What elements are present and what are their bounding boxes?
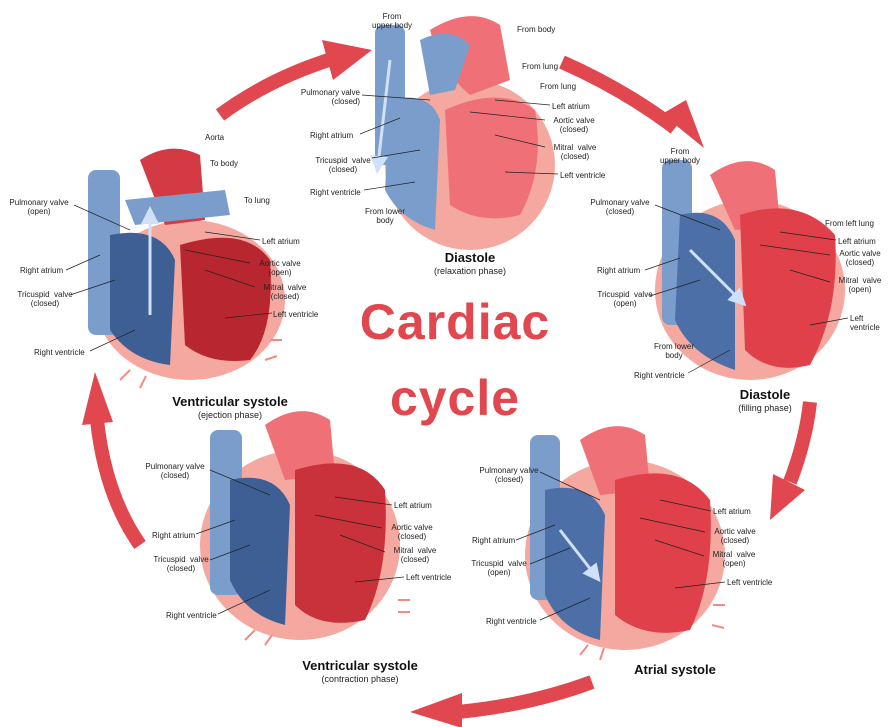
label-right-ventricle: Right ventricle <box>166 611 217 620</box>
label-tricuspid-valve: Tricuspid valve (closed) <box>146 555 216 573</box>
label-aortic-valve: Aortic valve (open) <box>250 259 310 277</box>
stage-title-bottom-right: Atrial systole <box>610 662 740 677</box>
label-aortic-valve: Aortic valve (closed) <box>705 527 765 545</box>
label-mitral-valve: Mitral valve (closed) <box>255 283 315 301</box>
label-pulmonary-valve: Pulmonary valve (closed) <box>585 198 655 216</box>
label-mitral-valve: Mitral valve (closed) <box>545 143 605 161</box>
label-left-ventricle: Left ventricle <box>273 310 318 319</box>
label-left-ventricle: Left ventricle <box>406 573 451 582</box>
label-from-upper-body: From upper body <box>650 147 710 165</box>
cycle-arrow-left <box>82 372 140 545</box>
label-left-atrium: Left atrium <box>838 237 876 246</box>
label-aortic-valve: Aortic valve (closed) <box>544 116 604 134</box>
label-from-lower-body: From lower body <box>644 342 704 360</box>
label-left-atrium: Left atrium <box>262 237 300 246</box>
label-from-body: From body <box>517 25 555 34</box>
label-pulmonary-valve: Pulmonary valve (closed) <box>140 462 210 480</box>
label-to-body: To body <box>210 159 238 168</box>
stage-subtitle-right: (filling phase) <box>705 403 825 413</box>
title-line-1: Cardiac <box>340 294 570 350</box>
label-right-ventricle: Right ventricle <box>634 371 685 380</box>
label-left-ventricle: Left ventricle <box>850 314 895 332</box>
label-pulmonary-valve: Pulmonary valve (open) <box>4 198 74 216</box>
label-tricuspid-valve: Tricuspid valve (open) <box>590 290 660 308</box>
cycle-arrow-right <box>770 402 810 520</box>
heart-bottom-right <box>525 426 725 650</box>
stage-title-right: Diastole <box>705 387 825 402</box>
label-pulmonary-valve: Pulmonary valve (closed) <box>474 466 544 484</box>
label-left-atrium: Left atrium <box>394 501 432 510</box>
label-left-atrium: Left atrium <box>552 102 590 111</box>
stage-subtitle-left: (ejection phase) <box>160 410 300 420</box>
label-left-ventricle: Left ventricle <box>560 171 605 180</box>
title-line-2: cycle <box>340 370 570 426</box>
label-from-lung-2: From lung <box>540 82 576 91</box>
stage-title-top: Diastole <box>410 250 530 265</box>
label-right-ventricle: Right ventricle <box>486 617 537 626</box>
cycle-arrow-bottom <box>410 682 592 727</box>
label-aortic-valve: Aortic valve (closed) <box>382 523 442 541</box>
label-from-left-lung: From left lung <box>825 219 874 228</box>
stage-title-bottom-left: Ventricular systole <box>285 658 435 673</box>
label-right-ventricle: Right ventricle <box>310 188 361 197</box>
label-left-ventricle: Left ventricle <box>727 578 772 587</box>
stage-subtitle-bottom-left: (contraction phase) <box>285 674 435 684</box>
label-from-upper-body: From upper body <box>362 12 422 30</box>
label-mitral-valve: Mitral valve (open) <box>704 550 764 568</box>
stage-subtitle-top: (relaxation phase) <box>410 266 530 276</box>
label-right-ventricle: Right ventricle <box>34 348 85 357</box>
label-from-lower-body: From lower body <box>355 207 415 225</box>
label-right-atrium: Right atrium <box>20 266 63 275</box>
label-mitral-valve: Mitral valve (open) <box>830 276 890 294</box>
label-right-atrium: Right atrium <box>472 536 515 545</box>
label-to-lung: To lung <box>244 196 270 205</box>
label-from-lung: From lung <box>522 62 558 71</box>
label-tricuspid-valve: Tricuspid valve (closed) <box>308 156 378 174</box>
label-left-atrium: Left atrium <box>713 507 751 516</box>
label-right-atrium: Right atrium <box>310 131 353 140</box>
label-aorta: Aorta <box>205 133 224 142</box>
label-right-atrium: Right atrium <box>152 531 195 540</box>
heart-bottom-left <box>200 411 400 640</box>
stage-title-left: Ventricular systole <box>160 394 300 409</box>
label-pulmonary-valve: Pulmonary valve (closed) <box>290 88 360 106</box>
label-right-atrium: Right atrium <box>597 266 640 275</box>
label-aortic-valve: Aortic valve (closed) <box>830 249 890 267</box>
label-tricuspid-valve: Tricuspid valve (open) <box>464 559 534 577</box>
label-mitral-valve: Mitral valve (closed) <box>385 546 445 564</box>
label-tricuspid-valve: Tricuspid valve (closed) <box>10 290 80 308</box>
